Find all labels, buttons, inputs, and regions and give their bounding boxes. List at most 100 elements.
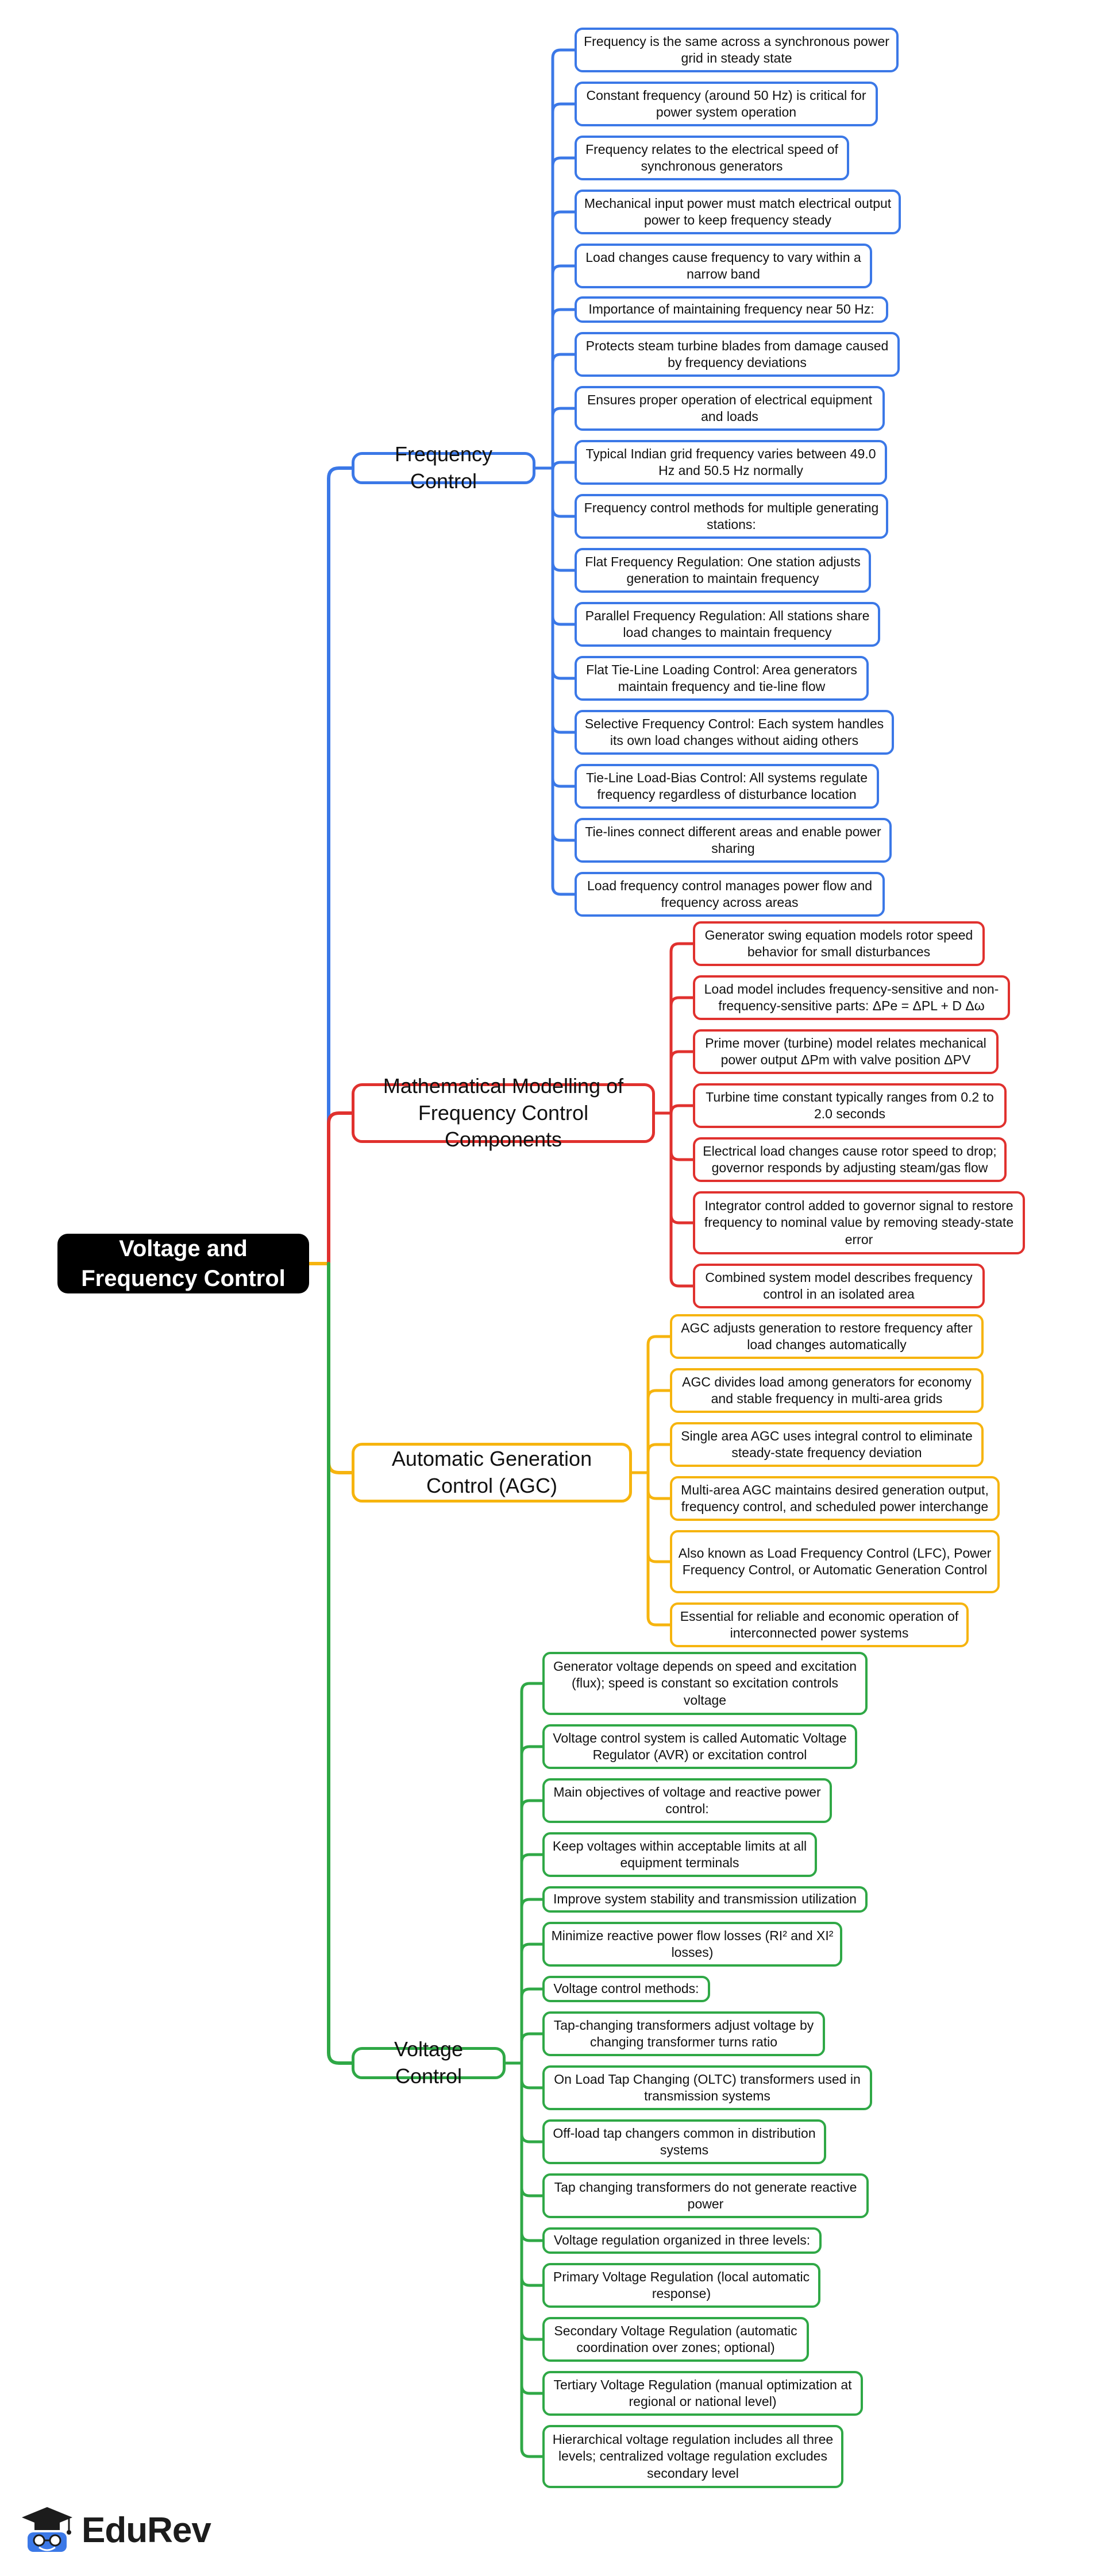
- connector-line-26: [669, 1111, 695, 1161]
- leaf-node: Voltage control methods:: [542, 1976, 710, 2002]
- leaf-node: Load changes cause frequency to vary wit…: [575, 244, 872, 288]
- connector-line-46: [520, 2032, 544, 2065]
- connector-line-52: [520, 2061, 544, 2341]
- connector-line-32: [646, 1389, 672, 1474]
- connector-line-4: [551, 102, 576, 470]
- root-node: Voltage and Frequency Control: [57, 1234, 309, 1293]
- connector-line-13: [551, 466, 576, 572]
- branch-frequency-control: Frequency Control: [352, 442, 535, 493]
- connector-line-51: [520, 2061, 544, 2287]
- leaf-node: Primary Voltage Regulation (local automa…: [542, 2263, 820, 2308]
- leaf-node: Improve system stability and transmissio…: [542, 1886, 868, 1913]
- leaf-node: Load model includes frequency-sensitive …: [693, 975, 1010, 1020]
- connector-line-33: [646, 1443, 672, 1474]
- connector-line-35: [646, 1471, 672, 1563]
- leaf-node: Frequency relates to the electrical spee…: [575, 136, 849, 180]
- leaf-node: Keep voltages within acceptable limits a…: [542, 1832, 817, 1877]
- connector-line-40: [520, 1745, 544, 2065]
- connector-line-49: [520, 2061, 544, 2197]
- connector-line-34: [646, 1471, 672, 1500]
- connector-line-36: [646, 1471, 672, 1627]
- connector-line-54: [520, 2061, 544, 2458]
- connector-line-22: [669, 942, 695, 1115]
- connector-line-24: [669, 1050, 695, 1115]
- leaf-node: Protects steam turbine blades from damag…: [575, 332, 900, 377]
- leaf-node: Voltage control system is called Automat…: [542, 1724, 857, 1769]
- leaf-node: Tap-changing transformers adjust voltage…: [542, 2011, 825, 2056]
- leaf-node: AGC adjusts generation to restore freque…: [670, 1314, 984, 1359]
- connector-line-14: [551, 466, 576, 626]
- leaf-node: Generator voltage depends on speed and e…: [542, 1652, 868, 1715]
- leaf-node: Frequency is the same across a synchrono…: [575, 28, 899, 72]
- connector-line-37: [327, 1262, 353, 2065]
- leaf-node: Off-load tap changers common in distribu…: [542, 2119, 826, 2164]
- leaf-node: Tie-lines connect different areas and en…: [575, 818, 892, 863]
- connector-line-45: [520, 1987, 544, 2065]
- graduation-cap-icon: [22, 2507, 72, 2552]
- connector-line-42: [520, 1853, 544, 2065]
- connector-line-3: [551, 48, 576, 470]
- connector-line-53: [520, 2061, 544, 2395]
- edurev-logo: EduRev: [20, 2498, 211, 2562]
- connector-line-7: [551, 264, 576, 470]
- leaf-node: Frequency control methods for multiple g…: [575, 494, 888, 539]
- connector-line-1: [327, 466, 353, 1265]
- connector-line-23: [669, 996, 695, 1115]
- connector-line-39: [520, 1682, 544, 2065]
- connector-line-16: [551, 466, 576, 734]
- connector-line-44: [520, 1942, 544, 2065]
- leaf-node: Load frequency control manages power flo…: [575, 872, 885, 917]
- connector-line-6: [551, 210, 576, 470]
- connector-line-5: [551, 156, 576, 470]
- leaf-node: Prime mover (turbine) model relates mech…: [693, 1029, 999, 1074]
- leaf-node: Main objectives of voltage and reactive …: [542, 1778, 832, 1823]
- logo-text: EduRev: [82, 2510, 211, 2550]
- connector-line-10: [551, 407, 576, 470]
- connector-line-25: [669, 1104, 695, 1115]
- leaf-node: Ensures proper operation of electrical e…: [575, 386, 885, 431]
- connector-line-9: [551, 353, 576, 470]
- leaf-node: Tap changing transformers do not generat…: [542, 2173, 869, 2218]
- leaf-node: Flat Tie-Line Loading Control: Area gene…: [575, 656, 869, 701]
- branch-agc: Automatic Generation Control (AGC): [352, 1443, 632, 1503]
- connector-line-11: [551, 461, 576, 471]
- leaf-node: Essential for reliable and economic oper…: [670, 1602, 969, 1647]
- connector-line-31: [646, 1335, 672, 1474]
- connector-line-8: [551, 308, 576, 470]
- branch-mathematical-modelling: Mathematical Modelling of Frequency Cont…: [352, 1074, 655, 1151]
- leaf-node: Typical Indian grid frequency varies bet…: [575, 440, 887, 485]
- connector-line-28: [669, 1111, 695, 1288]
- leaf-node: Flat Frequency Regulation: One station a…: [575, 548, 871, 593]
- leaf-node: Parallel Frequency Regulation: All stati…: [575, 602, 880, 647]
- leaf-node: Combined system model describes frequenc…: [693, 1264, 985, 1308]
- leaf-node: Voltage regulation organized in three le…: [542, 2227, 822, 2254]
- leaf-node: Tie-Line Load-Bias Control: All systems …: [575, 764, 879, 809]
- connector-line-48: [520, 2061, 544, 2144]
- leaf-node: Also known as Load Frequency Control (LF…: [670, 1530, 1000, 1593]
- leaf-node: Integrator control added to governor sig…: [693, 1191, 1025, 1254]
- branch-voltage-control: Voltage Control: [352, 2037, 506, 2088]
- leaf-node: Secondary Voltage Regulation (automatic …: [542, 2317, 809, 2362]
- connector-line-15: [551, 466, 576, 680]
- leaf-node: Importance of maintaining frequency near…: [575, 296, 888, 323]
- leaf-node: Tertiary Voltage Regulation (manual opti…: [542, 2371, 863, 2416]
- leaf-node: AGC divides load among generators for ec…: [670, 1368, 984, 1413]
- connector-line-12: [551, 466, 576, 518]
- connector-line-43: [520, 1898, 544, 2065]
- leaf-node: Single area AGC uses integral control to…: [670, 1422, 984, 1467]
- leaf-node: Generator swing equation models rotor sp…: [693, 921, 985, 966]
- leaf-node: Constant frequency (around 50 Hz) is cri…: [575, 82, 878, 126]
- connector-line-20: [327, 1111, 353, 1265]
- connector-line-29: [327, 1262, 353, 1474]
- connector-line-19: [551, 466, 576, 896]
- connector-line-41: [520, 1799, 544, 2065]
- connector-line-50: [520, 2061, 544, 2242]
- leaf-node: Turbine time constant typically ranges f…: [693, 1083, 1007, 1128]
- leaf-node: On Load Tap Changing (OLTC) transformers…: [542, 2065, 872, 2110]
- connector-line-27: [669, 1111, 695, 1225]
- leaf-node: Multi-area AGC maintains desired generat…: [670, 1476, 1000, 1521]
- connector-line-47: [520, 2061, 544, 2090]
- leaf-node: Selective Frequency Control: Each system…: [575, 710, 894, 755]
